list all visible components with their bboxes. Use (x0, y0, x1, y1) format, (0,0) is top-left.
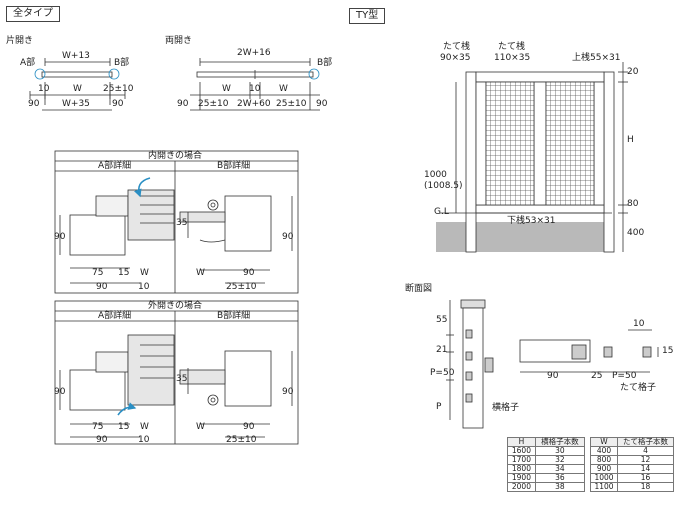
outer-b-detail (179, 350, 293, 438)
double-25a-dim: 25±10 (198, 99, 229, 109)
gl-label: G.L (434, 207, 449, 217)
cs-90-dim: 90 (547, 371, 559, 381)
table-cell: 1100 (590, 482, 618, 492)
cs-21-dim: 21 (436, 345, 448, 355)
double-w1-dim: W (222, 84, 231, 94)
inner-b-25-dim: 25±10 (226, 282, 257, 292)
outer-a-90b-dim: 90 (96, 435, 108, 445)
inner-a-10-dim: 10 (138, 282, 150, 292)
inner-title: 内開きの場合 (148, 151, 203, 161)
section-cross-title: 断面図 (405, 284, 433, 294)
single-10-dim: 10 (38, 84, 50, 94)
section-double-title: 両開き (165, 36, 193, 46)
double-25b-dim: 25±10 (276, 99, 307, 109)
cs-p50h-dim: P=50 (612, 371, 637, 381)
double-90l-dim: 90 (177, 99, 189, 109)
outer-b-90-dim: 90 (282, 387, 294, 397)
outer-b-35-dim: 35 (176, 374, 188, 384)
outer-a-90-dim: 90 (54, 387, 66, 397)
cs-yoko-label: 横格子 (492, 403, 520, 413)
inner-detail-frame (54, 150, 299, 294)
outer-b-title: B部詳細 (217, 311, 251, 321)
outer-a-10-dim: 10 (138, 435, 150, 445)
double-10-dim: 10 (249, 84, 261, 94)
cs-p50v-dim: P=50 (430, 368, 455, 378)
cs-55-dim: 55 (436, 315, 448, 325)
inner-a-75-dim: 75 (92, 268, 104, 278)
cs-10-dim: 10 (633, 319, 645, 329)
double-gate-plan (190, 58, 320, 111)
outer-b-25-dim: 25±10 (226, 435, 257, 445)
cs-15-dim: 15 (662, 346, 674, 356)
outer-a-75-dim: 75 (92, 422, 104, 432)
single-b-label: B部 (114, 58, 130, 68)
tate1-label: たて桟 (443, 42, 471, 52)
outer-a-detail (59, 334, 175, 438)
outer-b-90b-dim: 90 (243, 422, 255, 432)
outer-b-w-dim: W (196, 422, 205, 432)
single-90l-dim: 90 (28, 99, 40, 109)
double-w16-dim: 2W+16 (237, 48, 271, 58)
outer-a-w-dim: W (140, 422, 149, 432)
top-rail-label: 上桟55×31 (572, 53, 621, 63)
outer-a-title: A部詳細 (98, 311, 132, 321)
tate2-dim: 110×35 (494, 53, 531, 63)
elev-80-dim: 80 (627, 199, 639, 209)
inner-b-title: B部詳細 (217, 161, 251, 171)
outer-a-15-dim: 15 (118, 422, 130, 432)
cs-tate-label: たて格子 (620, 383, 657, 393)
single-w35-dim: W+35 (62, 99, 90, 109)
outer-detail-frame (54, 300, 299, 445)
elev-400-dim: 400 (627, 228, 645, 238)
inner-a-15-dim: 15 (118, 268, 130, 278)
cross-section (446, 299, 659, 429)
double-b-label: B部 (317, 58, 333, 68)
elev-1008-dim: (1008.5) (424, 181, 463, 191)
inner-a-w-dim: W (140, 268, 149, 278)
cs-25-dim: 25 (591, 371, 603, 381)
table-cell: 18 (616, 482, 675, 492)
ty-type-tag: TY型 (349, 8, 386, 24)
all-types-tag: 全タイプ (6, 6, 60, 22)
inner-a-title: A部詳細 (98, 161, 132, 171)
single-w-dim: W (73, 84, 82, 94)
inner-a-90-dim: 90 (54, 232, 66, 242)
ground-fill (436, 222, 611, 252)
tate1-dim: 90×35 (440, 53, 471, 63)
double-w60-dim: 2W+60 (237, 99, 271, 109)
table-cell: 2000 (507, 482, 536, 492)
inner-b-w-dim: W (196, 268, 205, 278)
bottom-rail-label: 下桟53×31 (507, 216, 556, 226)
elev-h-dim: H (627, 135, 634, 145)
inner-b-detail (179, 195, 293, 284)
inner-b-35-dim: 35 (176, 218, 188, 228)
inner-b-90b-dim: 90 (243, 268, 255, 278)
cs-pv-dim: P (436, 402, 442, 412)
outer-title: 外開きの場合 (148, 301, 203, 311)
single-25-dim: 25±10 (103, 84, 134, 94)
inner-a-detail (59, 177, 175, 284)
inner-b-90-dim: 90 (282, 232, 294, 242)
ty-elevation (436, 62, 628, 253)
single-gate-plan (29, 58, 126, 111)
elev-20-dim: 20 (627, 67, 639, 77)
elev-1000-dim: 1000 (424, 170, 447, 180)
section-single-title: 片開き (6, 36, 34, 46)
single-90r-dim: 90 (112, 99, 124, 109)
single-a-label: A部 (20, 58, 36, 68)
tate2-label: たて桟 (498, 42, 526, 52)
double-90r-dim: 90 (316, 99, 328, 109)
single-w13-dim: W+13 (62, 51, 90, 61)
double-w2-dim: W (279, 84, 288, 94)
inner-a-90b-dim: 90 (96, 282, 108, 292)
table-cell: 38 (534, 482, 586, 492)
